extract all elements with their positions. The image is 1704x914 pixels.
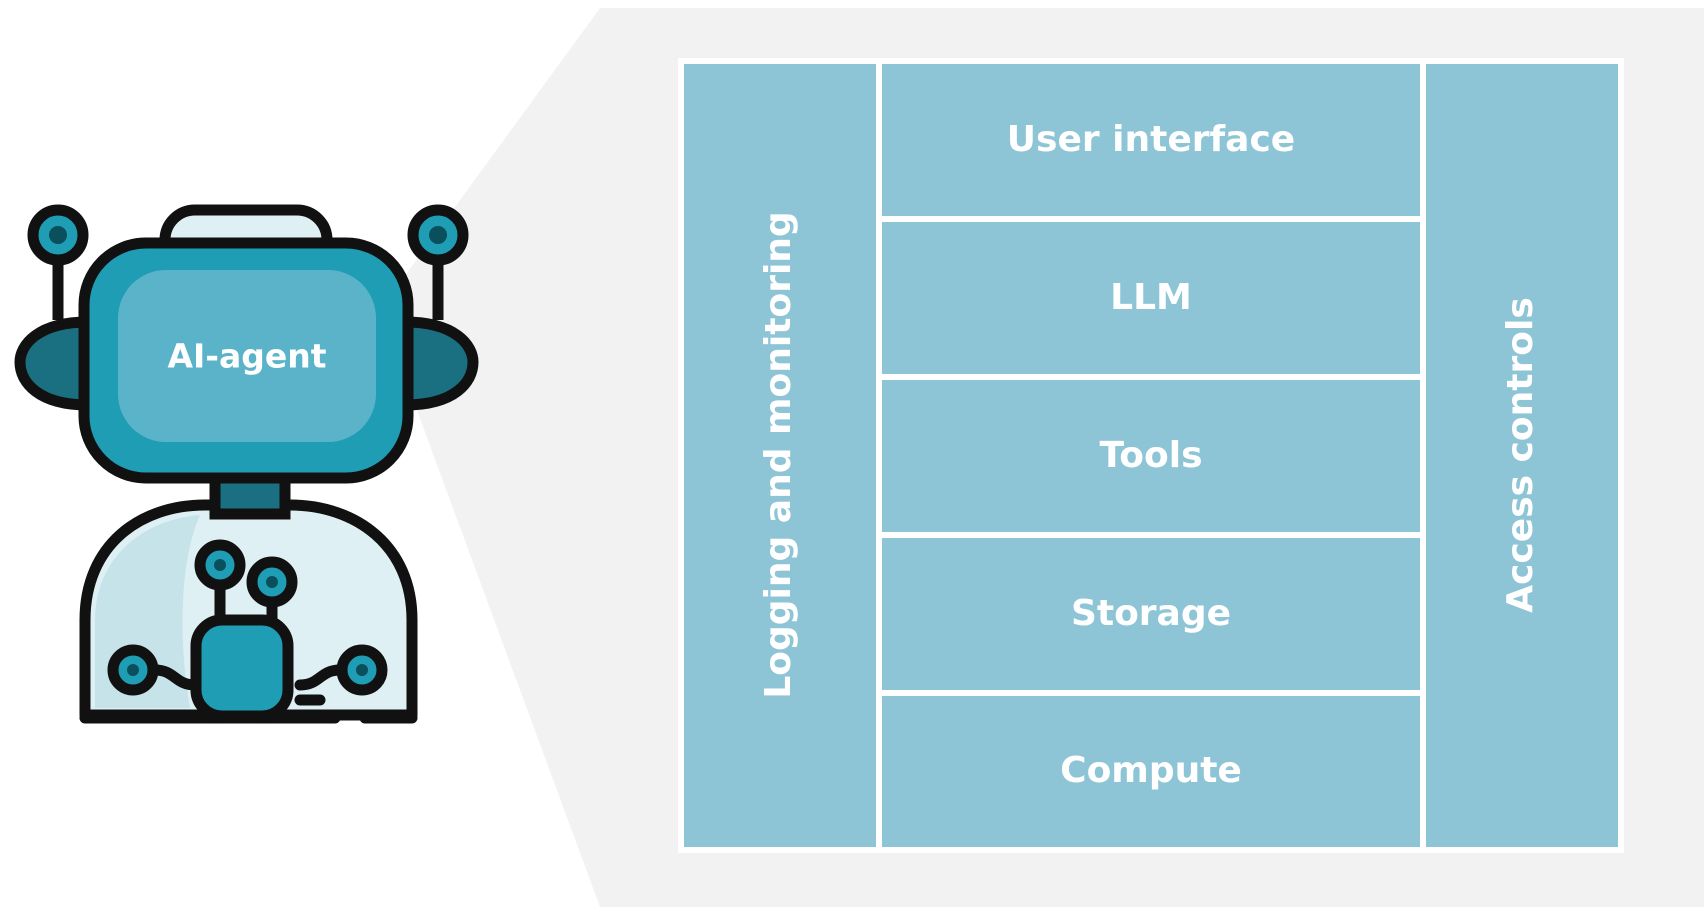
robot-icon: AI-agent <box>14 204 479 724</box>
layer-storage: Storage <box>882 538 1420 690</box>
layer-label: Storage <box>1071 593 1231 634</box>
left-ear-icon <box>14 316 94 411</box>
layer-label: Compute <box>1060 750 1242 791</box>
layer-llm: LLM <box>882 222 1420 374</box>
layer-user-interface: User interface <box>882 64 1420 216</box>
robot-face-screen <box>118 270 376 442</box>
layer-compute: Compute <box>882 696 1420 847</box>
layer-tools: Tools <box>882 380 1420 532</box>
logging-column <box>684 64 876 847</box>
layer-label: Tools <box>1099 435 1202 476</box>
chip-icon <box>190 614 294 722</box>
access-label: Access controls <box>1500 297 1541 613</box>
logging-label: Logging and monitoring <box>758 211 799 698</box>
right-ear-icon <box>399 316 479 411</box>
right-antenna-icon <box>407 204 469 320</box>
agent-label: AI-agent <box>167 337 326 376</box>
architecture-stack: Logging and monitoring Access controls U… <box>678 58 1624 853</box>
layer-label: User interface <box>1007 119 1295 160</box>
layer-label: LLM <box>1110 277 1192 318</box>
access-column <box>1426 64 1618 847</box>
left-antenna-icon <box>27 204 89 320</box>
